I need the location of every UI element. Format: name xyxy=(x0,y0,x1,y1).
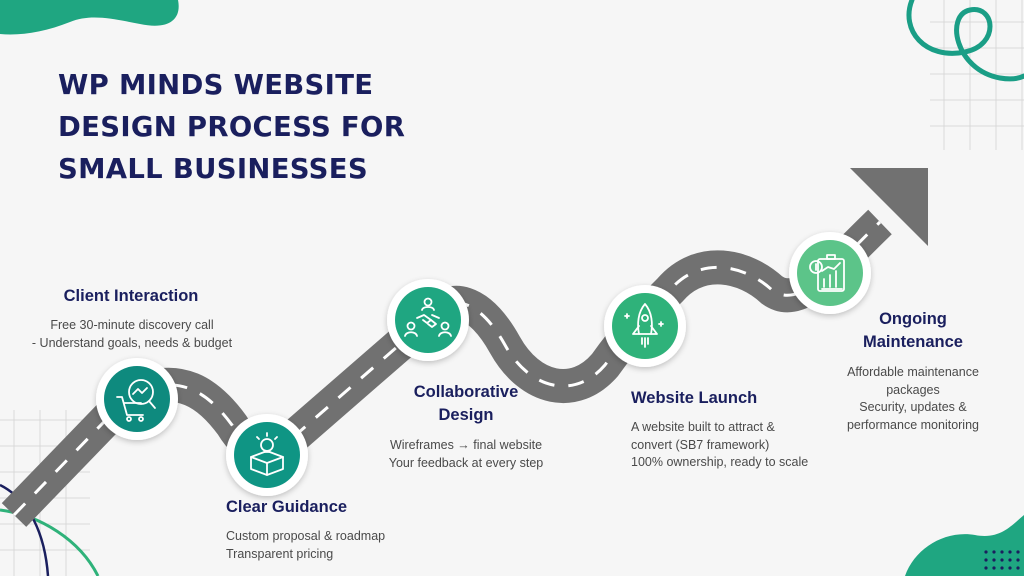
step-1-desc-line-2: - Understand goals, needs & budget xyxy=(31,335,233,350)
page-title: WP MINDS WEBSITE DESIGN PROCESS FOR SMAL… xyxy=(58,64,438,190)
arrow-head xyxy=(850,168,928,246)
step-5-heading-line-1: Ongoing xyxy=(879,310,947,328)
step-5-desc-line-3: Security, updates & xyxy=(859,400,967,414)
handshake-icon xyxy=(404,297,452,337)
step-5-desc-line-4: performance monitoring xyxy=(846,417,979,432)
step-1-heading-line-1: Client Interaction xyxy=(63,287,199,305)
idea-box-icon xyxy=(250,432,284,476)
step-5-circle xyxy=(797,240,863,306)
step-4-desc-line-3: 100% ownership, ready to scale xyxy=(631,455,809,469)
top-right-swirl xyxy=(906,0,1024,82)
step-3-heading: Collaborative Design xyxy=(396,381,536,427)
step-2-desc-line-1: Custom proposal & roadmap xyxy=(226,529,386,543)
step-1-marker xyxy=(96,358,178,440)
step-4-circle xyxy=(612,293,678,359)
top-left-blob xyxy=(0,0,179,35)
step-3-heading-line-2: Design xyxy=(438,406,494,424)
step-2-heading-line-1: Clear Guidance xyxy=(226,498,348,516)
bottom-right-dots xyxy=(984,550,1020,570)
step-3-description: Wireframes → final website Your feedback… xyxy=(376,437,556,472)
step-4-heading-line-1: Website Launch xyxy=(631,389,758,407)
step-4-desc-line-2: convert (SB7 framework) xyxy=(631,437,770,452)
step-3-circle xyxy=(395,287,461,353)
step-1-description: Free 30-minute discovery call - Understa… xyxy=(16,317,248,352)
step-3-desc-line-2: Your feedback at every step xyxy=(388,455,544,470)
step-4-description: A website built to attract & convert (SB… xyxy=(631,419,831,472)
road-dashes xyxy=(12,220,882,517)
step-3-marker xyxy=(387,279,469,361)
step-5-desc-line-2: packages xyxy=(886,382,940,397)
step-5-marker xyxy=(789,232,871,314)
step-5-description: Affordable maintenance packages Security… xyxy=(833,364,993,434)
rocket-icon xyxy=(624,303,664,348)
step-3-heading-line-1: Collaborative xyxy=(413,383,519,401)
title-line-1: WP MINDS WEBSITE xyxy=(58,69,374,101)
step-1-desc-line-1: Free 30-minute discovery call xyxy=(50,318,214,332)
step-1-heading: Client Interaction xyxy=(41,285,221,308)
step-2-heading: Clear Guidance xyxy=(226,496,406,519)
step-2-description: Custom proposal & roadmap Transparent pr… xyxy=(226,528,426,563)
step-2-desc-line-2: Transparent pricing xyxy=(226,546,334,561)
step-4-marker xyxy=(604,285,686,367)
step-4-desc-line-1: A website built to attract & xyxy=(631,420,775,434)
step-1-circle xyxy=(104,366,170,432)
step-4-heading: Website Launch xyxy=(631,387,811,410)
step-2-circle xyxy=(234,422,300,488)
title-line-3: SMALL BUSINESSES xyxy=(58,153,368,185)
bottom-left-arc-navy xyxy=(0,483,50,576)
step-2-marker xyxy=(226,414,308,496)
title-line-2: DESIGN PROCESS FOR xyxy=(58,111,406,143)
step-5-desc-line-1: Affordable maintenance xyxy=(847,365,979,379)
cart-search-icon xyxy=(116,379,156,422)
step-5-heading: Ongoing Maintenance xyxy=(843,308,983,354)
finance-report-icon xyxy=(809,254,845,292)
step-5-heading-line-2: Maintenance xyxy=(863,333,963,351)
step-3-desc-line-1: Wireframes → final website xyxy=(389,438,543,452)
top-right-grid xyxy=(930,0,1024,150)
